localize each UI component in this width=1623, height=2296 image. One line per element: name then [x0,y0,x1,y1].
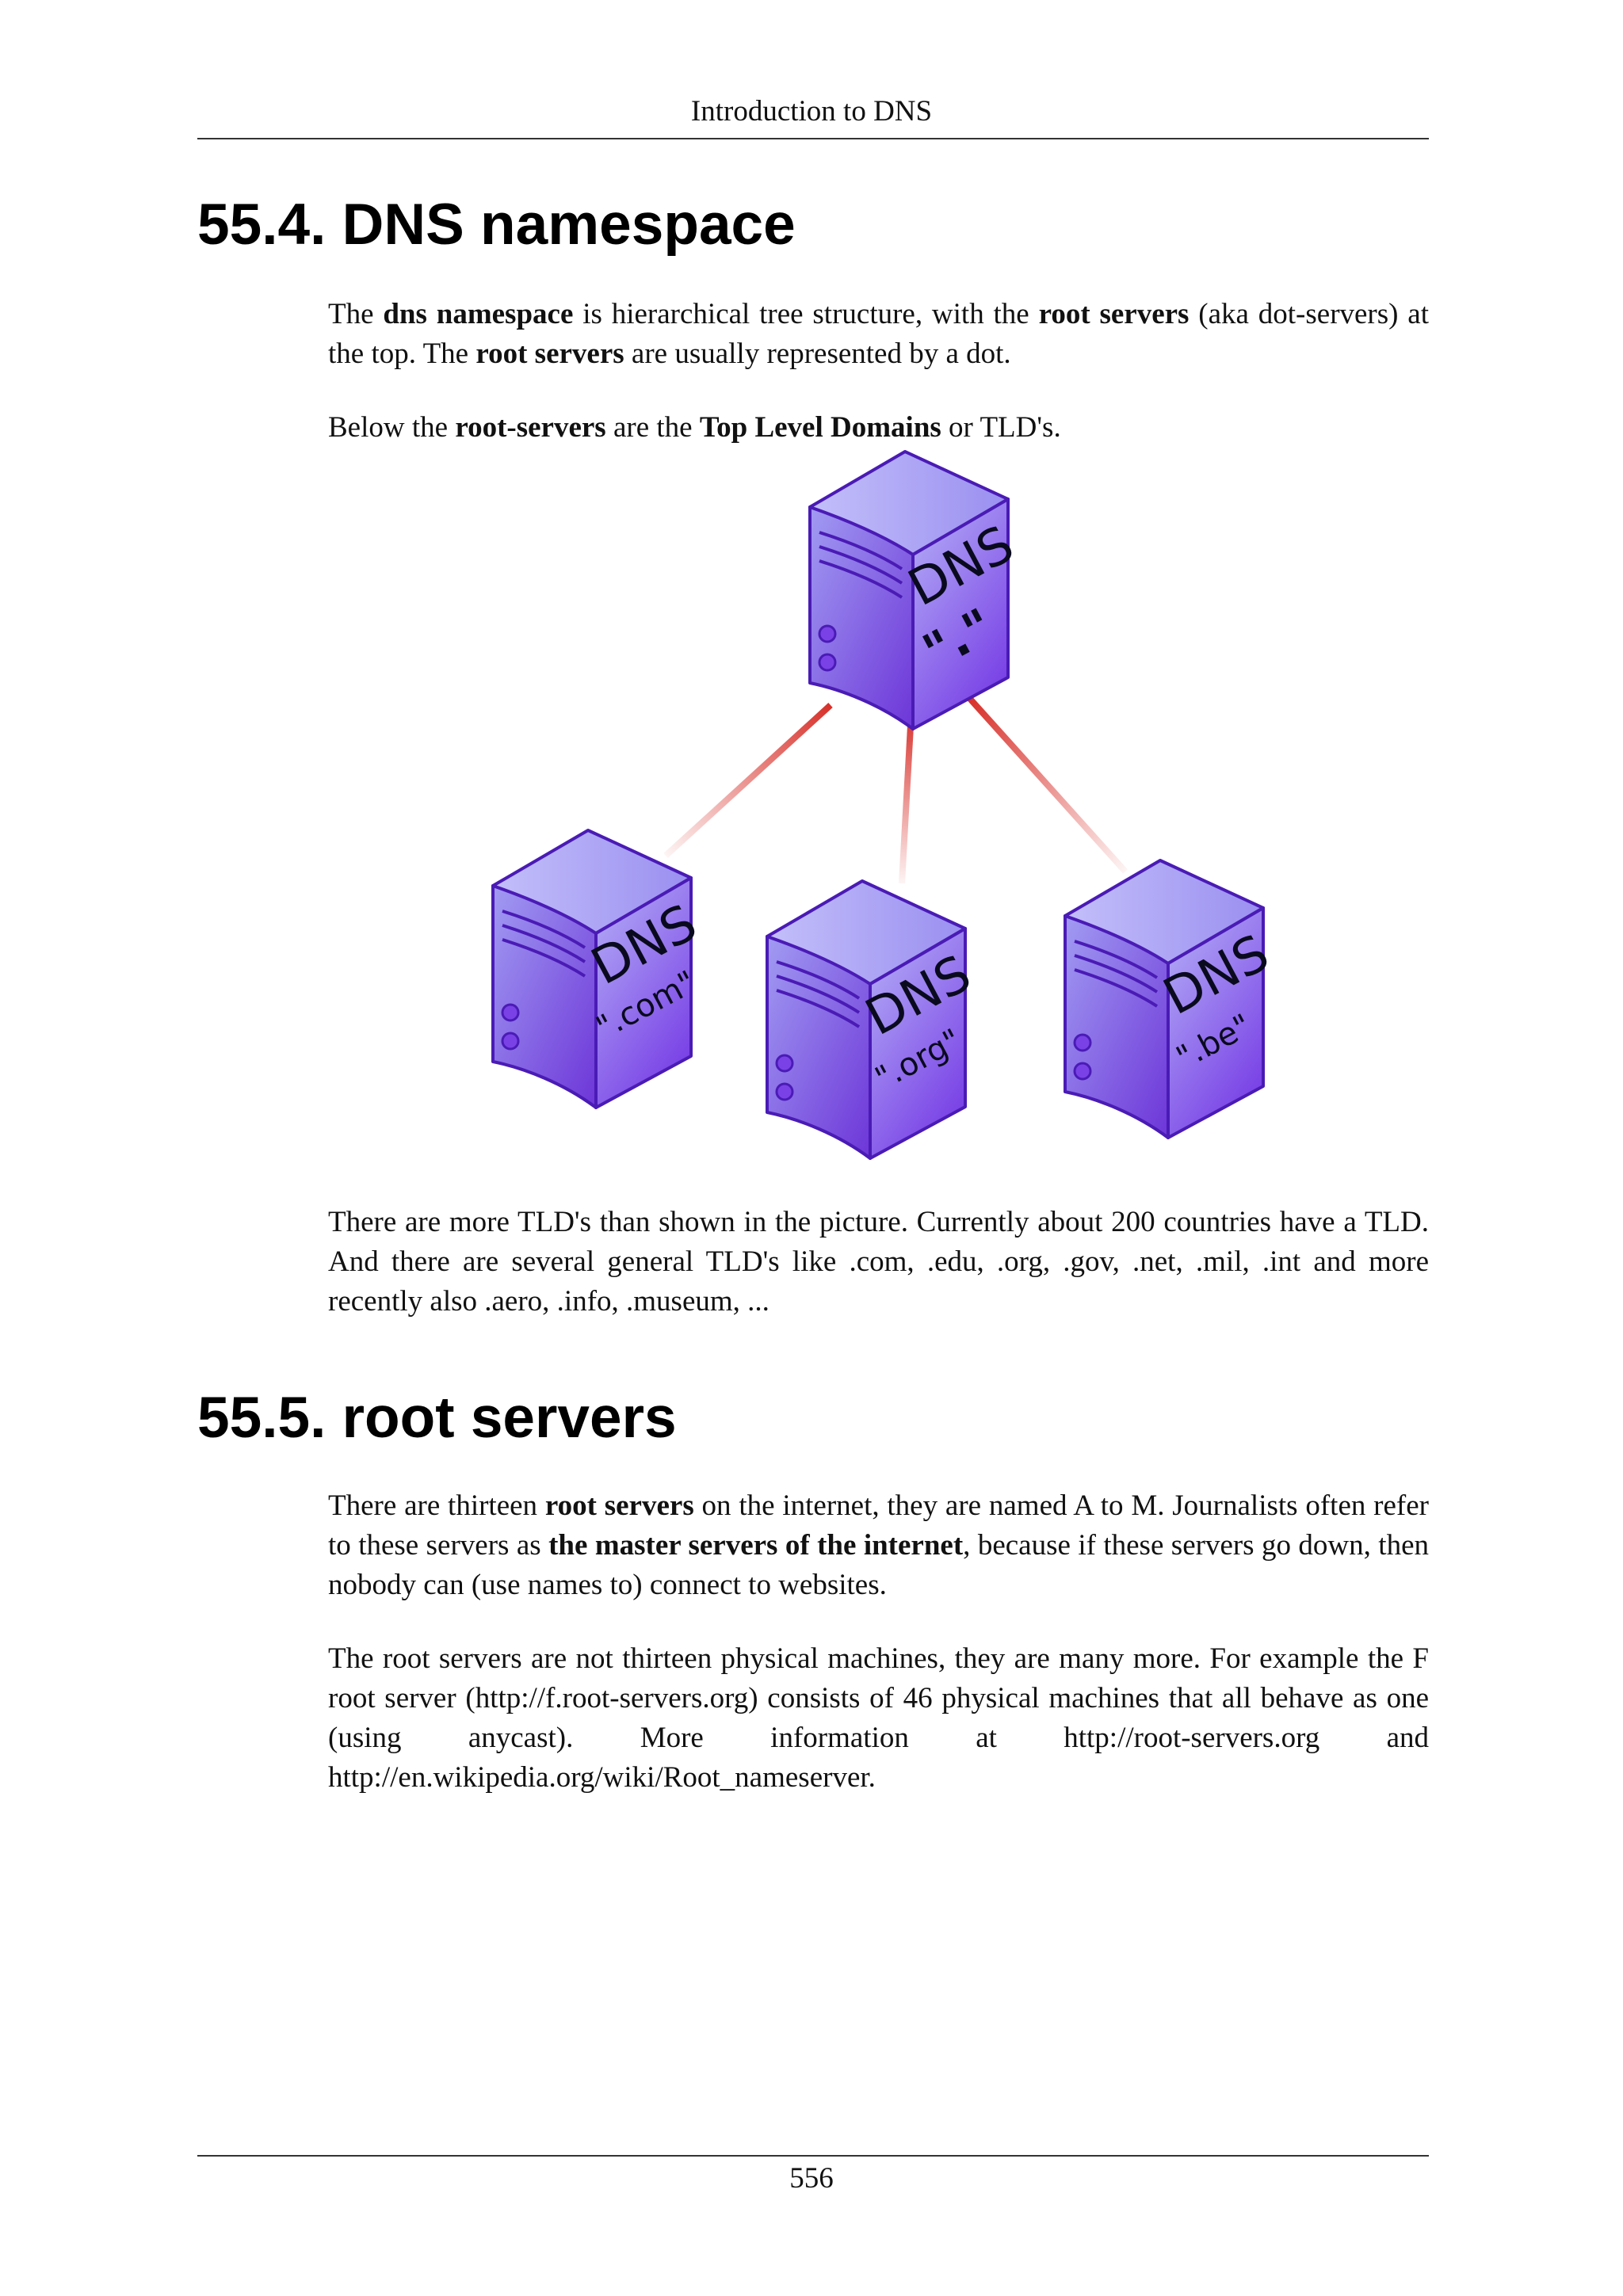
bold-term: root servers [1038,298,1190,330]
text-run: There are thirteen [328,1489,545,1522]
text-run: The [328,298,384,330]
text-run: are usually represented by a dot. [624,338,1011,370]
text-run: is hierarchical tree structure, with the [573,298,1039,330]
bold-term: dns namespace [383,298,574,330]
text-run: are the [605,411,700,444]
bold-term: root servers [475,338,624,370]
text-run: , because if these servers go down, then… [328,1529,1429,1601]
paragraph: There are thirteen root servers on the i… [328,1486,1429,1605]
footer-rule [197,2155,1429,2157]
text-run: Below the [328,411,456,444]
tld-server-be: DNS ".be" [1064,859,1278,1139]
section-heading-root-servers: 55.5. root servers [197,1386,677,1450]
paragraph: Below the root-servers are the Top Level… [328,408,1429,448]
bold-term: Top Level Domains [699,411,941,444]
dns-hierarchy-figure: DNS "." DNS ".com" DNS ".org" DNS ".be" [491,450,1278,1160]
bold-term: the master servers of the internet [548,1529,964,1562]
text-run: (aka dot-servers) at the top. The [328,298,1430,370]
paragraph: The dns namespace is hierarchical tree s… [328,295,1429,374]
text-run: The root servers are not thirteen physic… [328,1642,1429,1794]
tld-server-com: DNS ".com" [491,829,706,1109]
page-number: 556 [789,2162,834,2195]
bold-term: root servers [544,1489,694,1522]
paragraph: There are more TLD's than shown in the p… [328,1203,1429,1322]
paragraph: The root servers are not thirteen physic… [328,1639,1429,1798]
link-root-org [899,711,915,884]
root-server: DNS "." [808,450,1023,730]
bold-term: root-servers [455,411,606,444]
section-heading-dns-namespace: 55.4. DNS namespace [197,193,796,257]
tld-server-org: DNS ".org" [766,879,980,1160]
text-run: on the internet, they are named A to M. … [328,1489,1429,1562]
text-run: or TLD's. [941,411,1061,444]
link-root-com [663,703,833,858]
link-root-be [968,696,1128,874]
header-rule [197,138,1429,139]
text-run: There are more TLD's than shown in the p… [328,1206,1429,1318]
running-header: Introduction to DNS [690,95,933,128]
